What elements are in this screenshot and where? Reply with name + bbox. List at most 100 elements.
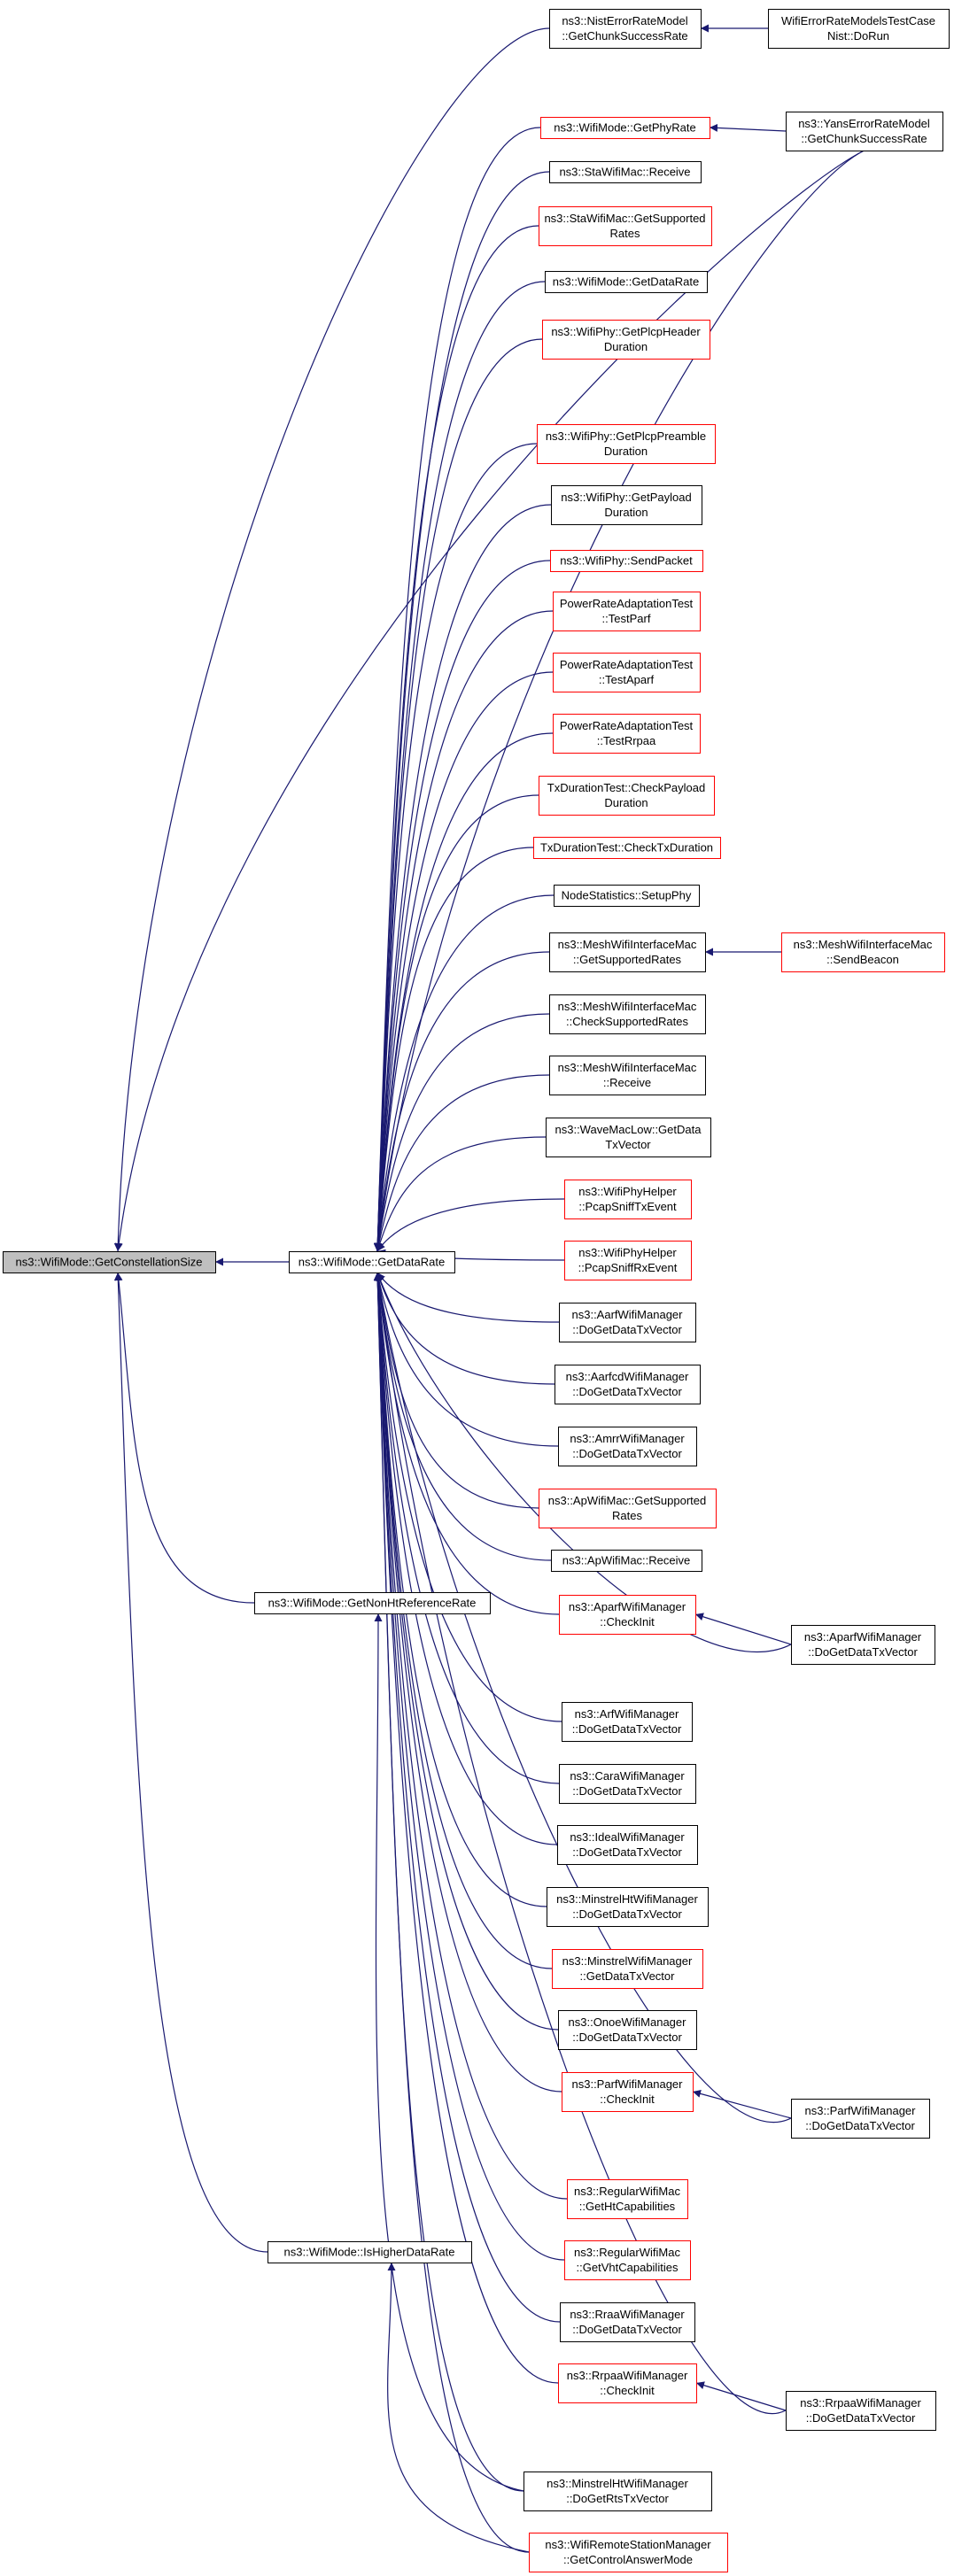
node-label: ::SendBeacon [826,953,899,966]
node-label: ns3::MeshWifiInterfaceMac [794,938,933,951]
node-box [542,320,710,360]
node-onoe[interactable]: ns3::OnoeWifiManager::DoGetDataTxVector [558,2010,697,2050]
node-label: ::CheckSupportedRates [566,1015,689,1028]
node-staReceive[interactable]: ns3::StaWifiMac::Receive [549,161,702,183]
node-label: ::DoGetDataTxVector [805,2119,915,2132]
node-aarfcd[interactable]: ns3::AarfcdWifiManager::DoGetDataTxVecto… [555,1365,701,1404]
node-box [524,2472,712,2511]
edge-setupPhy-to-getDataRate [374,894,555,1252]
node-label: ::GetControlAnswerMode [563,2553,693,2566]
node-label: ::PcapSniffTxEvent [578,1200,677,1213]
node-box [553,714,701,754]
node-testParf[interactable]: PowerRateAdaptationTest::TestParf [553,592,701,631]
node-label: ns3::AparfWifiManager [569,1600,686,1613]
node-parfCheckInit[interactable]: ns3::ParfWifiManager::CheckInit [562,2072,694,2112]
edge-plcpHeader-to-getDataRate [373,338,543,1252]
node-sendPacket[interactable]: ns3::WifiPhy::SendPacket [550,550,703,572]
node-label: NodeStatistics::SetupPhy [562,889,692,902]
node-label: ns3::AarfcdWifiManager [566,1370,689,1383]
node-amrr[interactable]: ns3::AmrrWifiManager::DoGetDataTxVector [558,1427,697,1466]
node-getDataRate[interactable]: ns3::WifiMode::GetDataRate [289,1251,455,1273]
node-label: ns3::WifiPhy::GetPlcpPreamble [546,429,706,443]
node-regularVht[interactable]: ns3::RegularWifiMac::GetVhtCapabilities [564,2240,691,2280]
node-wifiModeGetDataRate[interactable]: ns3::WifiMode::GetDataRate [545,271,708,293]
node-label: ns3::MinstrelHtWifiManager [556,1892,698,1906]
edge-remoteStation-to-isHigherDataRate [387,2262,530,2553]
node-getConstellationSize[interactable]: ns3::WifiMode::GetConstellationSize [3,1251,216,1273]
node-regularHt[interactable]: ns3::RegularWifiMac::GetHtCapabilities [567,2179,688,2219]
edge-checkTxDuration-to-getDataRate [374,847,534,1252]
node-staGetSupported[interactable]: ns3::StaWifiMac::GetSupportedRates [539,206,712,246]
node-label: ns3::NistErrorRateModel [562,14,687,27]
node-yansGetChunk[interactable]: ns3::YansErrorRateModel::GetChunkSuccess… [786,112,943,151]
node-getNonHtReferenceRate[interactable]: ns3::WifiMode::GetNonHtReferenceRate [254,1592,491,1614]
node-setupPhy[interactable]: NodeStatistics::SetupPhy [554,885,700,907]
node-label: ns3::StaWifiMac::GetSupported [544,212,705,225]
node-meshSendBeacon[interactable]: ns3::MeshWifiInterfaceMac::SendBeacon [781,932,945,972]
node-box [268,2241,472,2263]
node-ideal[interactable]: ns3::IdealWifiManager::DoGetDataTxVector [557,1825,698,1865]
node-label: Rates [610,227,640,240]
node-box [552,1949,703,1989]
node-label: Duration [604,445,648,458]
node-checkTxDuration[interactable]: TxDurationTest::CheckTxDuration [533,837,721,859]
node-nistGetChunk[interactable]: ns3::NistErrorRateModel::GetChunkSuccess… [549,9,702,49]
node-apReceive[interactable]: ns3::ApWifiMac::Receive [551,1550,702,1572]
node-testAparf[interactable]: PowerRateAdaptationTest::TestAparf [553,653,701,692]
node-getPhyRate[interactable]: ns3::WifiMode::GetPhyRate [540,117,710,139]
edge-rrpaaDoGet-to-rrpaaCheckInit [695,2381,787,2411]
node-isHigherDataRate[interactable]: ns3::WifiMode::IsHigherDataRate [268,2241,472,2263]
node-minstrelGetData[interactable]: ns3::MinstrelWifiManager::GetDataTxVecto… [552,1949,703,1989]
node-aarf[interactable]: ns3::AarfWifiManager::DoGetDataTxVector [559,1303,696,1342]
node-label: Duration [604,340,648,353]
node-pcapRx[interactable]: ns3::WifiPhyHelper::PcapSniffRxEvent [564,1241,692,1280]
node-aparfDoGet[interactable]: ns3::AparfWifiManager::DoGetDataTxVector [791,1625,935,1665]
node-rrpaaDoGet[interactable]: ns3::RrpaaWifiManager::DoGetDataTxVector [786,2391,936,2431]
node-box [551,485,702,525]
node-label: ns3::AmrrWifiManager [570,1432,685,1445]
node-label: ::DoGetRtsTxVector [566,2492,669,2505]
node-label: ns3::WifiPhyHelper [578,1185,677,1198]
node-waveGetData[interactable]: ns3::WaveMacLow::GetDataTxVector [546,1118,711,1157]
node-minstrelHt[interactable]: ns3::MinstrelHtWifiManager::DoGetDataTxV… [547,1887,709,1927]
node-aparfCheckInit[interactable]: ns3::AparfWifiManager::CheckInit [559,1595,696,1635]
node-box [559,1764,696,1804]
edge-apGetSupported-to-getDataRate [374,1272,539,1509]
node-minstrelHtRts[interactable]: ns3::MinstrelHtWifiManager::DoGetRtsTxVe… [524,2472,712,2511]
node-rraa[interactable]: ns3::RraaWifiManager::DoGetDataTxVector [560,2302,695,2342]
edge-cara-to-getDataRate [374,1272,560,1784]
edge-sendPacket-to-getDataRate [373,560,551,1252]
node-cara[interactable]: ns3::CaraWifiManager::DoGetDataTxVector [559,1764,696,1804]
node-label: PowerRateAdaptationTest [560,597,694,610]
node-label: Rates [612,1509,642,1522]
node-pcapTx[interactable]: ns3::WifiPhyHelper::PcapSniffTxEvent [564,1180,692,1219]
node-box [549,161,702,183]
node-label: ns3::OnoeWifiManager [569,2015,687,2029]
node-label: ns3::CaraWifiManager [570,1769,685,1783]
node-remoteStation[interactable]: ns3::WifiRemoteStationManager::GetContro… [529,2533,728,2572]
node-meshReceive[interactable]: ns3::MeshWifiInterfaceMac::Receive [549,1056,706,1095]
node-box [791,1625,935,1665]
node-rrpaaCheckInit[interactable]: ns3::RrpaaWifiManager::CheckInit [558,2363,697,2403]
edge-aparfCheckInit-to-getDataRate [374,1272,560,1615]
node-arf[interactable]: ns3::ArfWifiManager::DoGetDataTxVector [562,1702,693,1742]
edge-minstrelGetData-to-getDataRate [373,1272,553,1969]
node-label: PowerRateAdaptationTest [560,658,694,671]
node-meshGetSupported[interactable]: ns3::MeshWifiInterfaceMac::GetSupportedR… [549,932,706,972]
edge-ideal-to-getDataRate [374,1272,558,1845]
node-parfDoGet[interactable]: ns3::ParfWifiManager::DoGetDataTxVector [791,2099,930,2139]
node-label: ns3::MinstrelHtWifiManager [547,2477,688,2490]
node-apGetSupported[interactable]: ns3::ApWifiMac::GetSupportedRates [539,1489,717,1528]
node-meshCheckSupported[interactable]: ns3::MeshWifiInterfaceMac::CheckSupporte… [549,994,706,1034]
edge-payloadDuration-to-getDataRate [373,504,552,1252]
node-box [564,1241,692,1280]
node-testRrpaa[interactable]: PowerRateAdaptationTest::TestRrpaa [553,714,701,754]
edge-regularVht-to-getDataRate [373,1272,565,2261]
edge-onoe-to-getDataRate [373,1272,559,2031]
